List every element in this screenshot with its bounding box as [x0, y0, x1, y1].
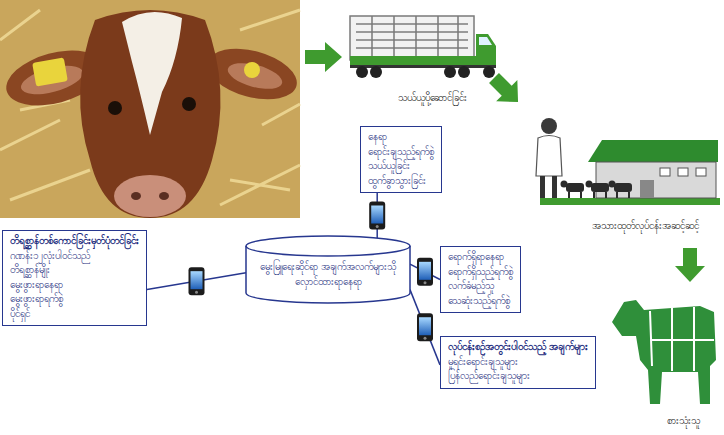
box-text: မွေးမြူရေးဆိုင်ရာ အချက်အလက်များသို လှောင… — [258, 260, 398, 289]
truck-picture-part — [458, 66, 470, 78]
box-text: လက်ခံမည့်သူ — [448, 279, 513, 294]
phone-icon — [417, 258, 433, 286]
meat-plant-picture-part — [614, 183, 632, 192]
box-text: မွေးဖွားရာနေရာ — [10, 278, 139, 293]
phone-screen — [419, 262, 431, 280]
phone-body — [189, 267, 205, 295]
meat-plant-picture-part — [640, 180, 654, 198]
cylinder-rim — [246, 246, 410, 256]
calf-photo-part — [182, 97, 196, 111]
calf-photo-part — [0, 0, 300, 218]
phone-body — [417, 258, 433, 286]
phone-button — [424, 281, 427, 284]
flow-arrow-part — [305, 42, 342, 72]
meat-plant-picture-part — [566, 183, 584, 192]
box-text: ပြန်လည်ရောင်းချသူများ — [448, 369, 588, 384]
box-text: နေရာ — [368, 130, 434, 145]
truck-picture-part — [350, 65, 496, 68]
flow-arrow-part — [675, 248, 705, 282]
box-text: ပိုင်ရှင် — [10, 307, 139, 322]
cylinder-body — [246, 236, 410, 303]
box-text: မွေးဖွားရာရက်စွဲ — [10, 292, 139, 307]
calf-photo-part — [32, 57, 68, 86]
meat-plant-picture-part — [536, 136, 562, 177]
meat-cuts-cow-part — [612, 300, 716, 404]
calf-photo-part — [80, 10, 220, 218]
meat-plant-picture-part — [569, 192, 581, 198]
picture-caption: သယ်ယူပို့ဆောင်ခြင်း — [396, 91, 469, 106]
box-text: ဂဏန်း၁၂လုံးပါဝင်သည် — [10, 249, 139, 264]
phone-icon — [417, 313, 433, 341]
meat-plant-picture-part — [561, 181, 568, 188]
box-text: သေဆုံးသည့်ရက်စွဲ — [448, 294, 513, 309]
phone-button — [195, 291, 198, 294]
record-box: လုပ်ငန်းစဉ်အတွင်းပါဝင်သည့် အချက်များမူရင… — [440, 336, 596, 389]
phone-body — [369, 202, 385, 230]
meat-cuts-cow-part — [650, 307, 714, 371]
record-box: တိရစ္ဆာန်တစ်ကောင်ခြင်းမှတ်ပုံတင်ခြင်းဂဏန… — [2, 230, 147, 326]
box-text: မူရင်းရောင်းချသူများ — [448, 355, 588, 370]
truck-picture-part — [479, 37, 492, 45]
connector-line — [410, 290, 440, 365]
box-text: သယ်ယူခြင်း — [368, 159, 434, 174]
meat-plant-picture-part — [552, 176, 557, 198]
truck-picture-part — [372, 16, 458, 58]
meat-plant-picture-part — [586, 181, 593, 188]
calf-photo-part — [122, 12, 182, 135]
meat-plant-picture-part — [609, 181, 616, 188]
truck-picture-part — [444, 66, 456, 78]
meat-plant-picture-part — [541, 118, 557, 134]
meat-plant-picture-part — [588, 140, 718, 162]
truck-picture-part — [350, 56, 476, 65]
meat-plant-picture-part — [591, 183, 609, 192]
record-box: နေရာရောင်းချသည့်ရက်စွဲသယ်ယူခြင်းထွက်ခွာသ… — [360, 126, 442, 193]
phone-icon — [189, 267, 205, 295]
calf-photo-part — [108, 101, 122, 115]
truck-picture-part — [476, 34, 496, 66]
calf-photo-part — [159, 192, 169, 200]
phone-button — [424, 337, 427, 340]
meat-plant-picture-part — [540, 198, 720, 205]
record-box: ရောက်ရှိရာနေရာရောက်ရှိသည့်ရက်စွဲလက်ခံမည့… — [440, 246, 521, 313]
meat-plant-picture-part — [540, 176, 545, 198]
phone-icon — [369, 202, 385, 230]
meat-plant-picture — [536, 118, 720, 205]
phone-body — [417, 313, 433, 341]
box-text: ရောက်ရှိရာနေရာ — [448, 250, 513, 265]
truck-picture-part — [356, 66, 368, 78]
phone-screen — [191, 271, 203, 289]
meat-plant-picture-part — [660, 168, 670, 176]
meat-plant-picture-part — [596, 162, 716, 198]
box-text: ထွက်ခွာသွားခြင်း — [368, 174, 434, 189]
phone-screen — [371, 206, 383, 224]
truck-picture-part — [356, 24, 468, 48]
picture-caption: စားသုံးသူ — [665, 414, 702, 429]
truck-picture-part — [370, 66, 382, 78]
phone-button — [376, 225, 379, 228]
truck-picture-part — [483, 66, 495, 78]
box-heading: တိရစ္ဆာန်တစ်ကောင်ခြင်းမှတ်ပုံတင်ခြင်း — [10, 234, 139, 249]
meat-plant-picture-part — [678, 168, 688, 176]
calf-photo-part — [114, 175, 186, 217]
database-cylinder: မွေးမြူရေးဆိုင်ရာ အချက်အလက်များသို လှောင… — [246, 236, 410, 303]
box-text: တိရစ္ဆာန်မျိုး — [10, 263, 139, 278]
truck-picture — [350, 16, 496, 78]
meat-plant-picture-part — [594, 192, 606, 198]
box-text: ရောင်းချသည့်ရက်စွဲ — [368, 145, 434, 160]
picture-caption: အသားထုတ်လုပ်ငန်းအဆင့်ဆင့် — [590, 219, 701, 234]
calf-photo-part — [225, 58, 285, 94]
box-heading: လုပ်ငန်းစဉ်အတွင်းပါဝင်သည့် အချက်များ — [448, 340, 588, 355]
phone-screen — [419, 317, 431, 335]
meat-cuts-cow — [612, 300, 716, 404]
calf-photo-part — [131, 192, 141, 200]
calf-photo — [0, 0, 302, 218]
truck-picture-part — [350, 16, 474, 60]
calf-photo-part — [244, 62, 260, 78]
box-text: ရောက်ရှိသည့်ရက်စွဲ — [448, 265, 513, 280]
meat-plant-picture-part — [696, 168, 706, 176]
meat-plant-picture-part — [617, 192, 629, 198]
